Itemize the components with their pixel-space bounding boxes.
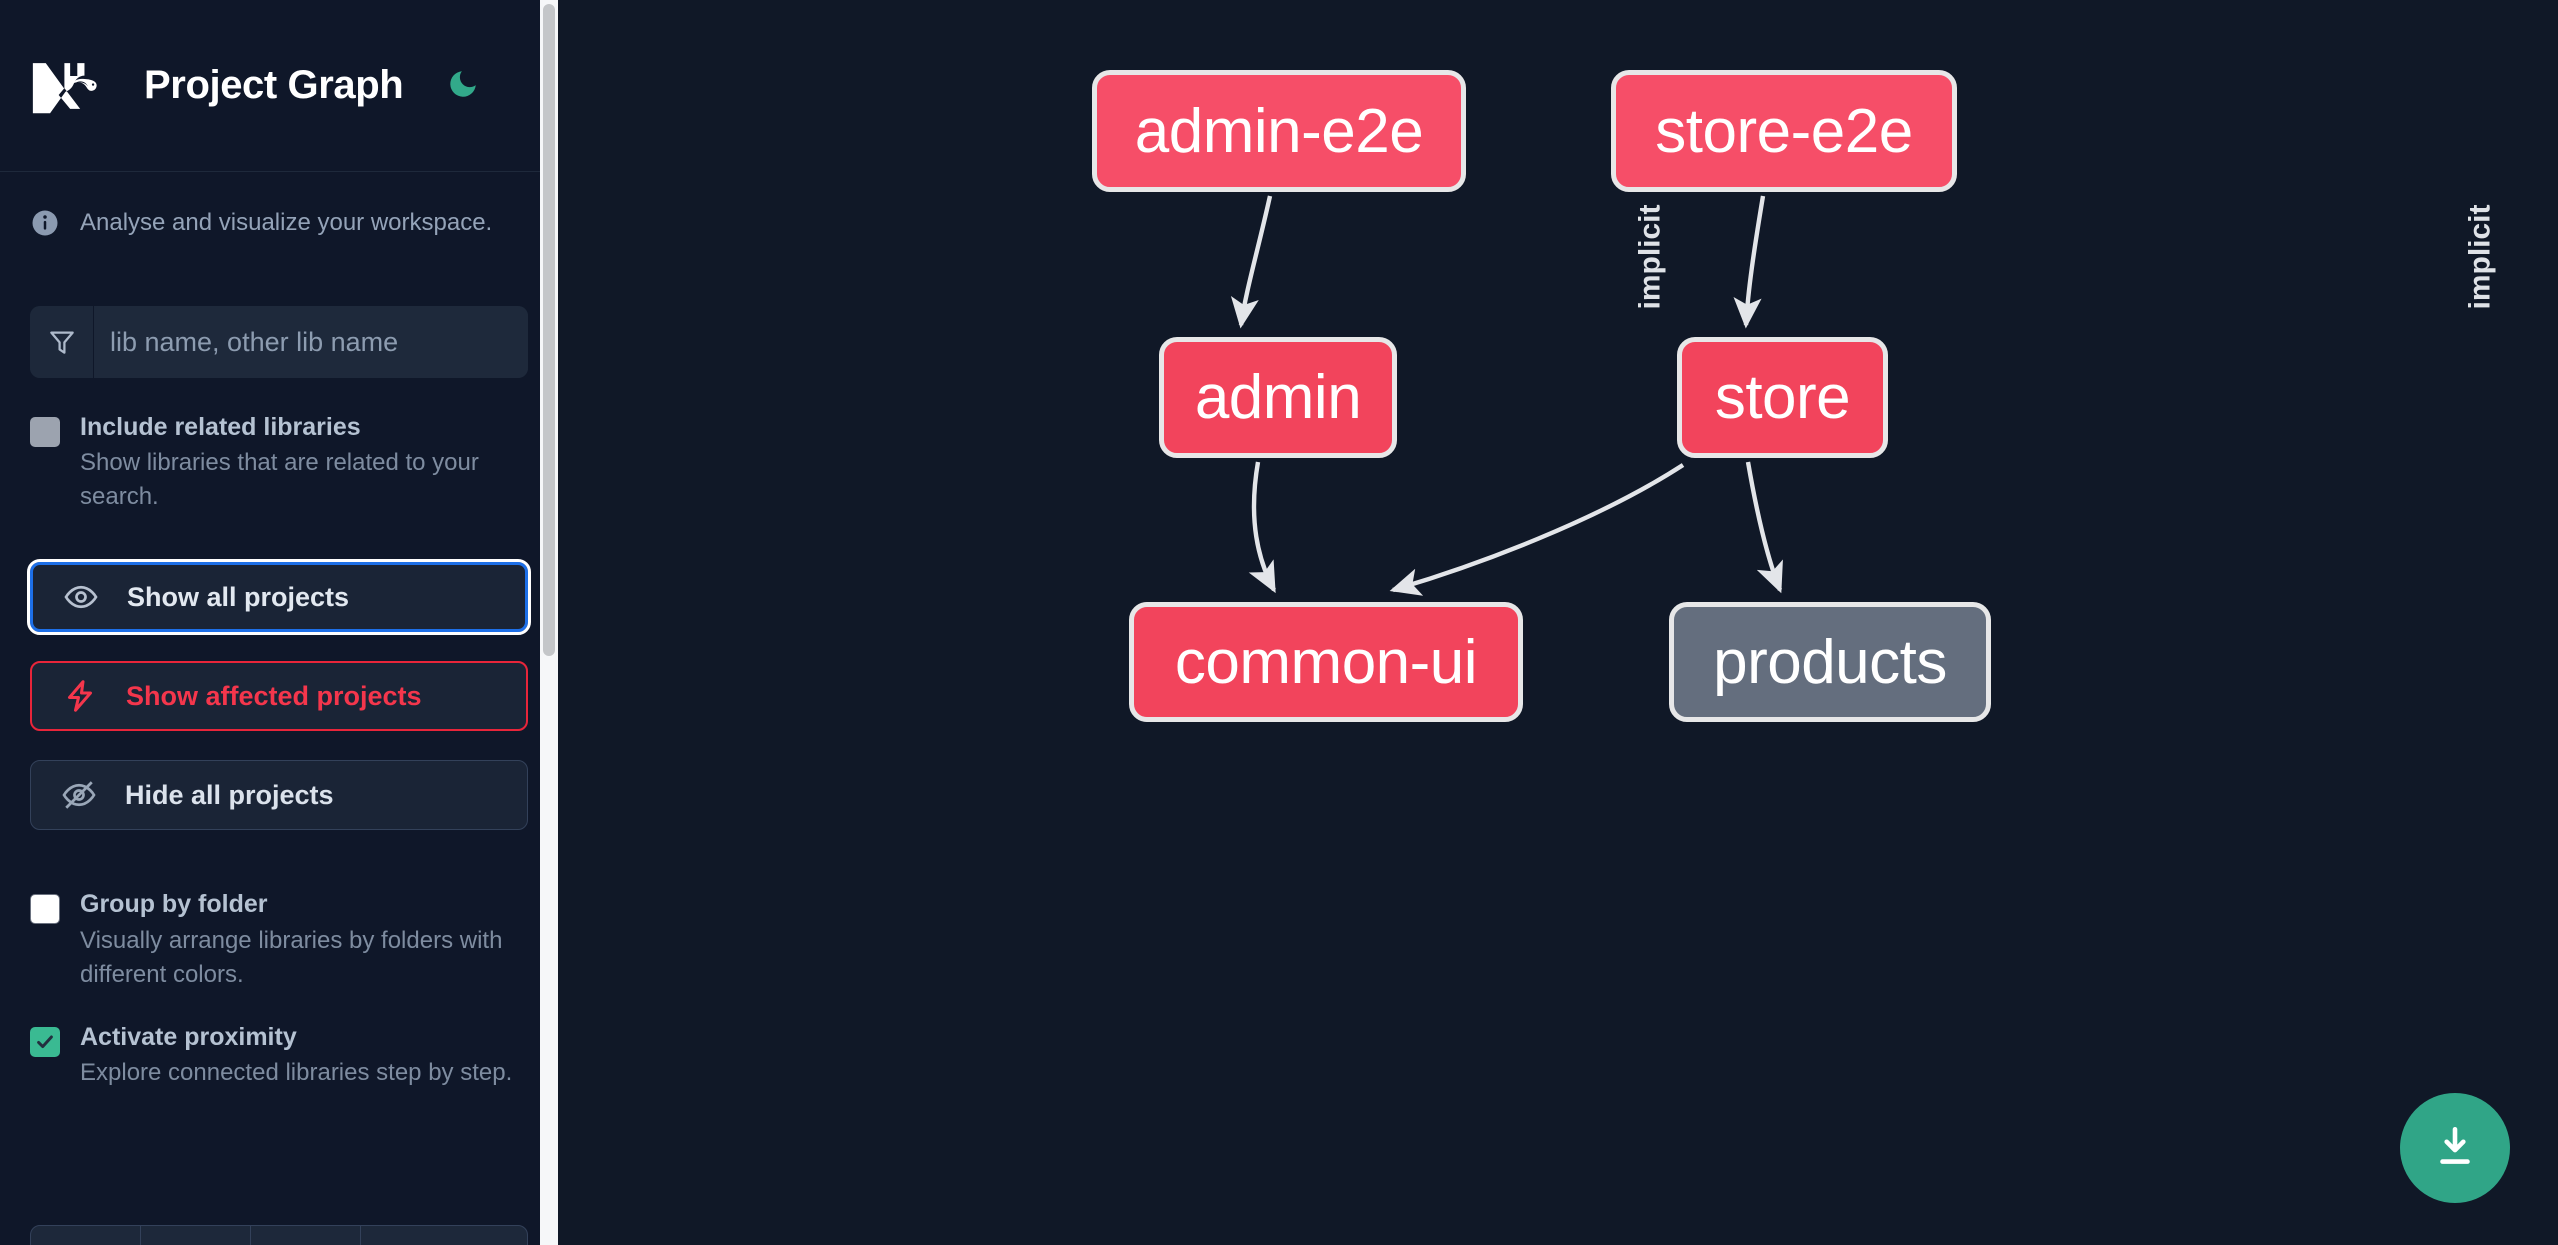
show-affected-projects-button[interactable]: Show affected projects — [30, 661, 528, 732]
hide-all-projects-button[interactable]: Hide all projects — [30, 760, 528, 831]
graph-node-store-e2e[interactable]: store-e2e — [1611, 70, 1957, 192]
graph-edges — [1230, 195, 1783, 596]
project-graph-canvas[interactable]: implicit implicit admin-e2e store-e2e ad… — [558, 0, 2558, 1245]
sidebar: Project Graph Analyse and visualize your… — [0, 0, 558, 1245]
page-title: Project Graph — [144, 63, 404, 107]
node-label: common-ui — [1174, 627, 1478, 697]
option-label: Include related libraries — [80, 413, 361, 441]
download-graph-button[interactable] — [2400, 1093, 2510, 1203]
node-label: products — [1713, 627, 1947, 697]
node-label: admin-e2e — [1134, 96, 1424, 166]
proximity-segment[interactable] — [141, 1226, 251, 1245]
node-label: store-e2e — [1655, 96, 1913, 166]
option-group-by-folder[interactable]: Group by folder Visually arrange librari… — [0, 859, 558, 991]
button-label: Show all projects — [127, 581, 350, 612]
graph-node-store[interactable]: store — [1677, 337, 1888, 458]
tagline-row: Analyse and visualize your workspace. — [0, 172, 558, 238]
search-box[interactable] — [30, 306, 528, 378]
graph-node-admin[interactable]: admin — [1159, 337, 1397, 458]
action-button-group: Show all projects Show affected projects — [27, 559, 531, 831]
theme-toggle-button[interactable] — [441, 64, 485, 108]
nx-logo-icon — [30, 57, 116, 115]
option-description: Explore connected libraries step by step… — [80, 1059, 513, 1087]
proximity-control-partial[interactable] — [30, 1225, 528, 1245]
info-icon — [30, 208, 60, 238]
sidebar-header: Project Graph — [0, 0, 558, 172]
edge-admin-e2e-admin — [1230, 195, 1273, 329]
proximity-segment[interactable] — [31, 1226, 141, 1245]
moon-icon — [446, 67, 480, 104]
sidebar-scrollbar-thumb[interactable] — [543, 4, 555, 656]
eye-off-icon — [61, 777, 105, 813]
edge-label-implicit: implicit — [2463, 204, 2497, 310]
edge-admin-common-ui — [1248, 461, 1276, 594]
tagline-text: Analyse and visualize your workspace. — [80, 209, 493, 236]
download-icon — [2430, 1122, 2480, 1175]
option-label: Group by folder — [80, 890, 268, 919]
edge-store-common-ui — [1389, 463, 1685, 596]
lightning-icon — [62, 678, 106, 714]
eye-icon — [63, 579, 107, 615]
checkbox-include-related-libraries[interactable] — [30, 417, 60, 447]
search-input[interactable] — [94, 306, 528, 378]
button-label: Show affected projects — [126, 680, 422, 711]
node-label: store — [1714, 363, 1851, 432]
option-label: Activate proximity — [80, 1022, 297, 1051]
option-description: Show libraries that are related to your … — [80, 449, 479, 511]
node-label: admin — [1194, 363, 1362, 432]
edge-label-implicit: implicit — [1633, 204, 1667, 310]
graph-node-admin-e2e[interactable]: admin-e2e — [1092, 70, 1466, 192]
sidebar-scrollbar[interactable] — [540, 0, 558, 1245]
graph-node-common-ui[interactable]: common-ui — [1129, 602, 1523, 722]
edge-store-e2e-store — [1733, 195, 1766, 329]
graph-node-products[interactable]: products — [1669, 602, 1991, 722]
option-include-related-libraries[interactable]: Include related libraries Show libraries… — [0, 378, 558, 514]
filter-icon — [30, 306, 94, 378]
edge-store-products — [1745, 461, 1783, 594]
option-description: Visually arrange libraries by folders wi… — [80, 926, 503, 988]
checkbox-activate-proximity[interactable] — [30, 1026, 60, 1057]
proximity-segment[interactable] — [251, 1226, 361, 1245]
option-activate-proximity[interactable]: Activate proximity Explore connected lib… — [0, 992, 558, 1090]
show-all-projects-button[interactable]: Show all projects — [27, 559, 531, 636]
button-label: Hide all projects — [125, 779, 334, 810]
checkbox-group-by-folder[interactable] — [30, 894, 60, 925]
